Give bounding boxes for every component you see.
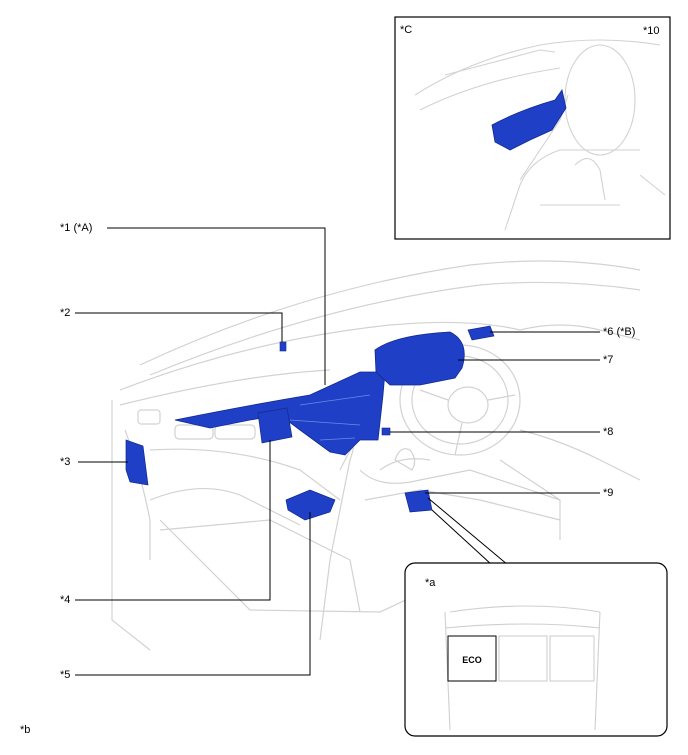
- callout-10-label: *10: [643, 25, 660, 37]
- callout-8-label: *8: [603, 426, 614, 438]
- callout-6-label: *6 (*B): [603, 326, 636, 338]
- inset-a-frame: [404, 562, 668, 737]
- callout-7-label: *7: [603, 354, 614, 366]
- part-3-module: [125, 439, 149, 486]
- footnote-label: *b: [20, 724, 31, 736]
- part-8-switch: [381, 427, 391, 436]
- inset-c: [394, 16, 671, 240]
- part-6-part: [467, 325, 495, 341]
- eco-switch-label: ECO: [462, 655, 482, 665]
- callout-5-label: *5: [60, 669, 71, 681]
- part-10-panel: [491, 89, 567, 151]
- part-5-box: [285, 489, 336, 521]
- inset-a: ECO: [404, 562, 668, 737]
- part-2-sensor: [279, 341, 287, 352]
- part-7-combination-meter: [374, 331, 465, 386]
- callout-1-label: *1 (*A): [60, 222, 93, 234]
- highlighted-parts: [125, 325, 495, 521]
- part-4-ecu: [257, 407, 293, 444]
- callout-3-label: *3: [60, 456, 71, 468]
- leader-4: [75, 440, 271, 601]
- eco-switch-button: [447, 635, 497, 682]
- leader-1: [107, 227, 326, 385]
- leader-5: [75, 512, 311, 676]
- callout-4-label: *4: [60, 594, 71, 606]
- inset-c-label: *C: [400, 24, 413, 36]
- callout-2-label: *2: [60, 307, 71, 319]
- callout-9-label: *9: [603, 487, 614, 499]
- inset-a-label: *a: [425, 577, 436, 589]
- leader-2: [75, 312, 283, 342]
